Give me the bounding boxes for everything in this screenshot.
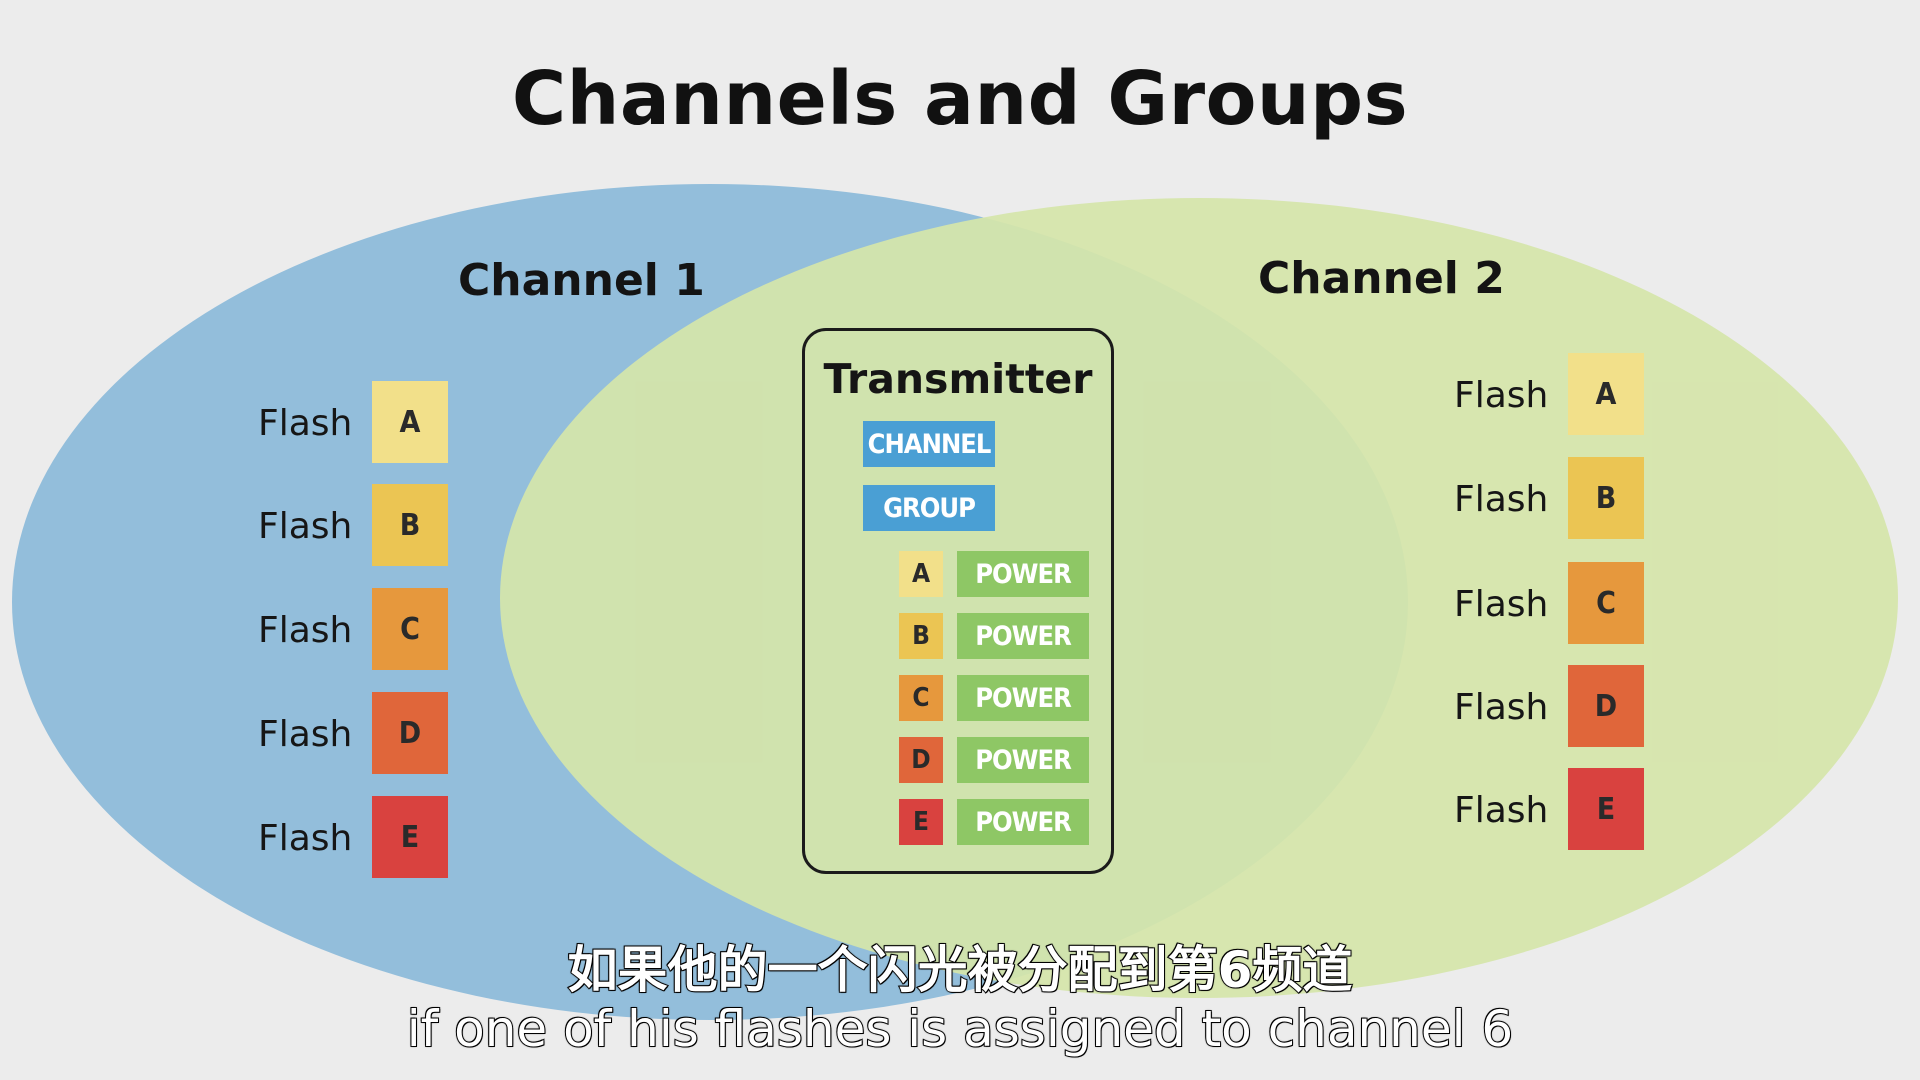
- power-button: POWER: [957, 799, 1089, 845]
- transmitter-title: Transmitter: [823, 355, 1093, 403]
- channel-1-label: Channel 1: [458, 255, 705, 306]
- flash-label: Flash: [258, 818, 353, 859]
- channel-button: CHANNEL: [863, 421, 995, 467]
- transmitter-group-a: A POWER: [899, 551, 1089, 597]
- channel-2-ellipse: [500, 198, 1898, 998]
- group-box-b: B: [899, 613, 943, 659]
- group-button: GROUP: [863, 485, 995, 531]
- group-box-d: D: [1568, 665, 1644, 747]
- group-box-c: C: [372, 588, 448, 670]
- group-box-c: C: [899, 675, 943, 721]
- group-box-a: A: [1568, 353, 1644, 435]
- transmitter-panel: Transmitter CHANNEL GROUP A POWER B POWE…: [802, 328, 1114, 874]
- transmitter-group-d: D POWER: [899, 737, 1089, 783]
- flash-label: Flash: [258, 610, 353, 651]
- subtitle-english: if one of his flashes is assigned to cha…: [406, 999, 1514, 1059]
- channel-2-label: Channel 2: [1258, 253, 1505, 304]
- transmitter-group-c: C POWER: [899, 675, 1089, 721]
- flash-label: Flash: [1454, 687, 1549, 728]
- subtitle-chinese: 如果他的一个闪光被分配到第6频道: [567, 940, 1354, 1000]
- flash-label: Flash: [1454, 790, 1549, 831]
- transmitter-group-b: B POWER: [899, 613, 1089, 659]
- flash-label: Flash: [1454, 375, 1549, 416]
- flash-label: Flash: [258, 403, 353, 444]
- power-button: POWER: [957, 551, 1089, 597]
- transmitter-group-e: E POWER: [899, 799, 1089, 845]
- group-box-c: C: [1568, 562, 1644, 644]
- group-box-e: E: [372, 796, 448, 878]
- flash-label: Flash: [1454, 584, 1549, 625]
- power-button: POWER: [957, 613, 1089, 659]
- flash-label: Flash: [258, 714, 353, 755]
- group-box-a: A: [899, 551, 943, 597]
- power-button: POWER: [957, 675, 1089, 721]
- group-box-b: B: [1568, 457, 1644, 539]
- power-button: POWER: [957, 737, 1089, 783]
- flash-label: Flash: [258, 506, 353, 547]
- group-box-e: E: [899, 799, 943, 845]
- diagram-title: Channels and Groups: [511, 56, 1409, 142]
- group-box-d: D: [899, 737, 943, 783]
- group-box-a: A: [372, 381, 448, 463]
- group-box-d: D: [372, 692, 448, 774]
- group-box-b: B: [372, 484, 448, 566]
- flash-label: Flash: [1454, 479, 1549, 520]
- group-box-e: E: [1568, 768, 1644, 850]
